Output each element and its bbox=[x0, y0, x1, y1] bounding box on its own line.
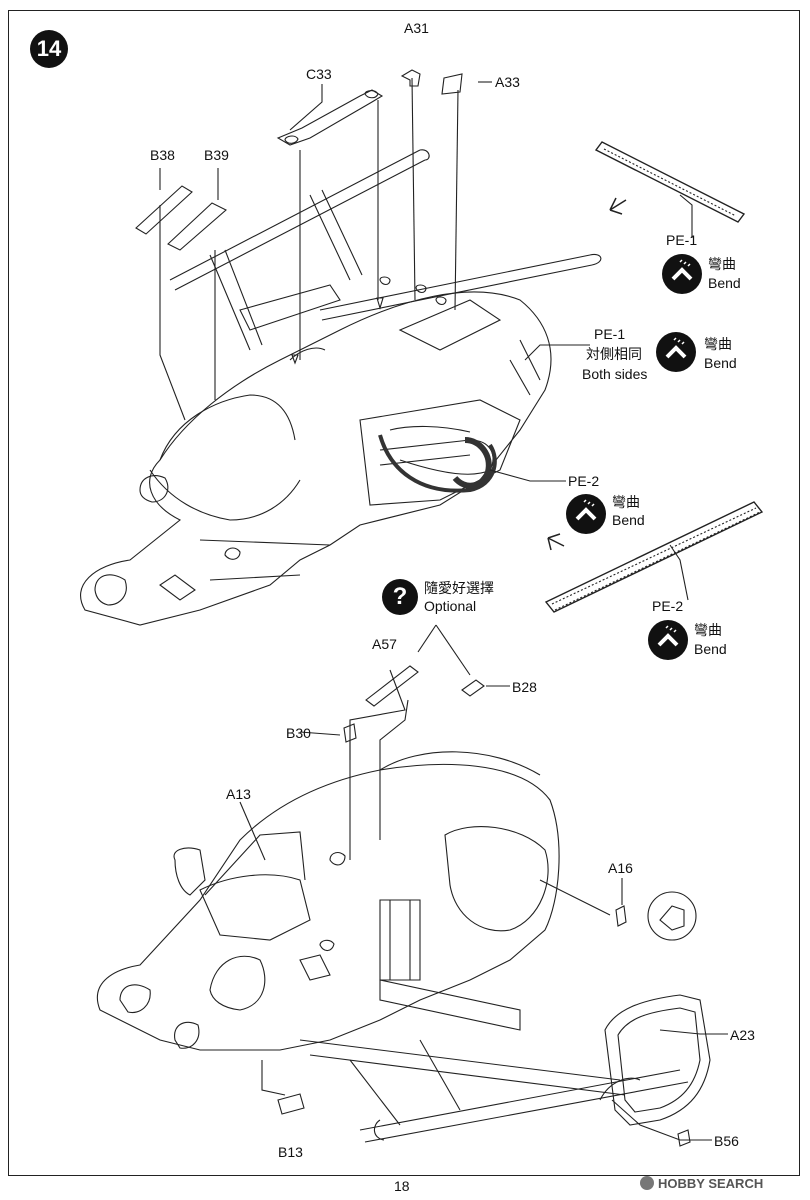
part-label-b56: B56 bbox=[714, 1133, 739, 1149]
part-label-b28: B28 bbox=[512, 679, 537, 695]
optional-en: Optional bbox=[424, 598, 477, 614]
pe2-strip-drawing bbox=[544, 501, 764, 613]
bottom-fuselage-outline bbox=[96, 763, 560, 1051]
pe1-both-zh: 対側相同 bbox=[586, 346, 642, 362]
pe2-strip-bend-en: Bend bbox=[694, 641, 727, 657]
pe1-strip-bend-zh: 彎曲 bbox=[708, 256, 736, 272]
bend-icon bbox=[648, 620, 688, 660]
pe1-both-bend-en: Bend bbox=[704, 355, 737, 371]
pe2-mount-bend-zh: 彎曲 bbox=[612, 494, 640, 510]
part-label-b30: B30 bbox=[286, 725, 311, 741]
top-fuselage-outline bbox=[80, 291, 552, 626]
a23-door-drawing bbox=[604, 994, 711, 1126]
part-label-a33: A33 bbox=[495, 74, 520, 90]
pe2-strip-label: PE-2 bbox=[652, 598, 684, 614]
page-frame bbox=[8, 10, 800, 1176]
watermark-logo-icon bbox=[640, 1176, 654, 1190]
pe2-strip-bend-zh: 彎曲 bbox=[694, 622, 722, 638]
watermark: HOBBY SEARCH bbox=[640, 1176, 763, 1191]
part-label-a57: A57 bbox=[372, 636, 397, 652]
pe1-strip-drawing bbox=[594, 141, 746, 223]
bend-icon bbox=[662, 254, 702, 294]
optional-zh: 隨愛好選擇 bbox=[424, 580, 494, 596]
watermark-text: HOBBY SEARCH bbox=[658, 1176, 764, 1191]
bend-icon bbox=[566, 494, 606, 534]
bend-icon bbox=[656, 332, 696, 372]
part-label-a13: A13 bbox=[226, 786, 251, 802]
part-label-a31: A31 bbox=[404, 20, 429, 36]
step-number-badge: 14 bbox=[30, 30, 68, 68]
pe1-strip-label: PE-1 bbox=[666, 232, 698, 248]
page-number: 18 bbox=[394, 1178, 410, 1194]
pe2-mount-label: PE-2 bbox=[568, 473, 600, 489]
pe1-both-label: PE-1 bbox=[594, 326, 626, 342]
part-label-c33: C33 bbox=[306, 66, 332, 82]
question-icon: ? bbox=[382, 579, 418, 615]
part-label-b13: B13 bbox=[278, 1144, 303, 1160]
part-label-a16: A16 bbox=[608, 860, 633, 876]
pe1-both-bend-zh: 彎曲 bbox=[704, 336, 732, 352]
part-label-a23: A23 bbox=[730, 1027, 755, 1043]
part-label-b38: B38 bbox=[150, 147, 175, 163]
part-label-b39: B39 bbox=[204, 147, 229, 163]
pe1-both-en: Both sides bbox=[582, 366, 648, 382]
pe1-strip-bend-en: Bend bbox=[708, 275, 741, 291]
pe2-mount-bend-en: Bend bbox=[612, 512, 645, 528]
